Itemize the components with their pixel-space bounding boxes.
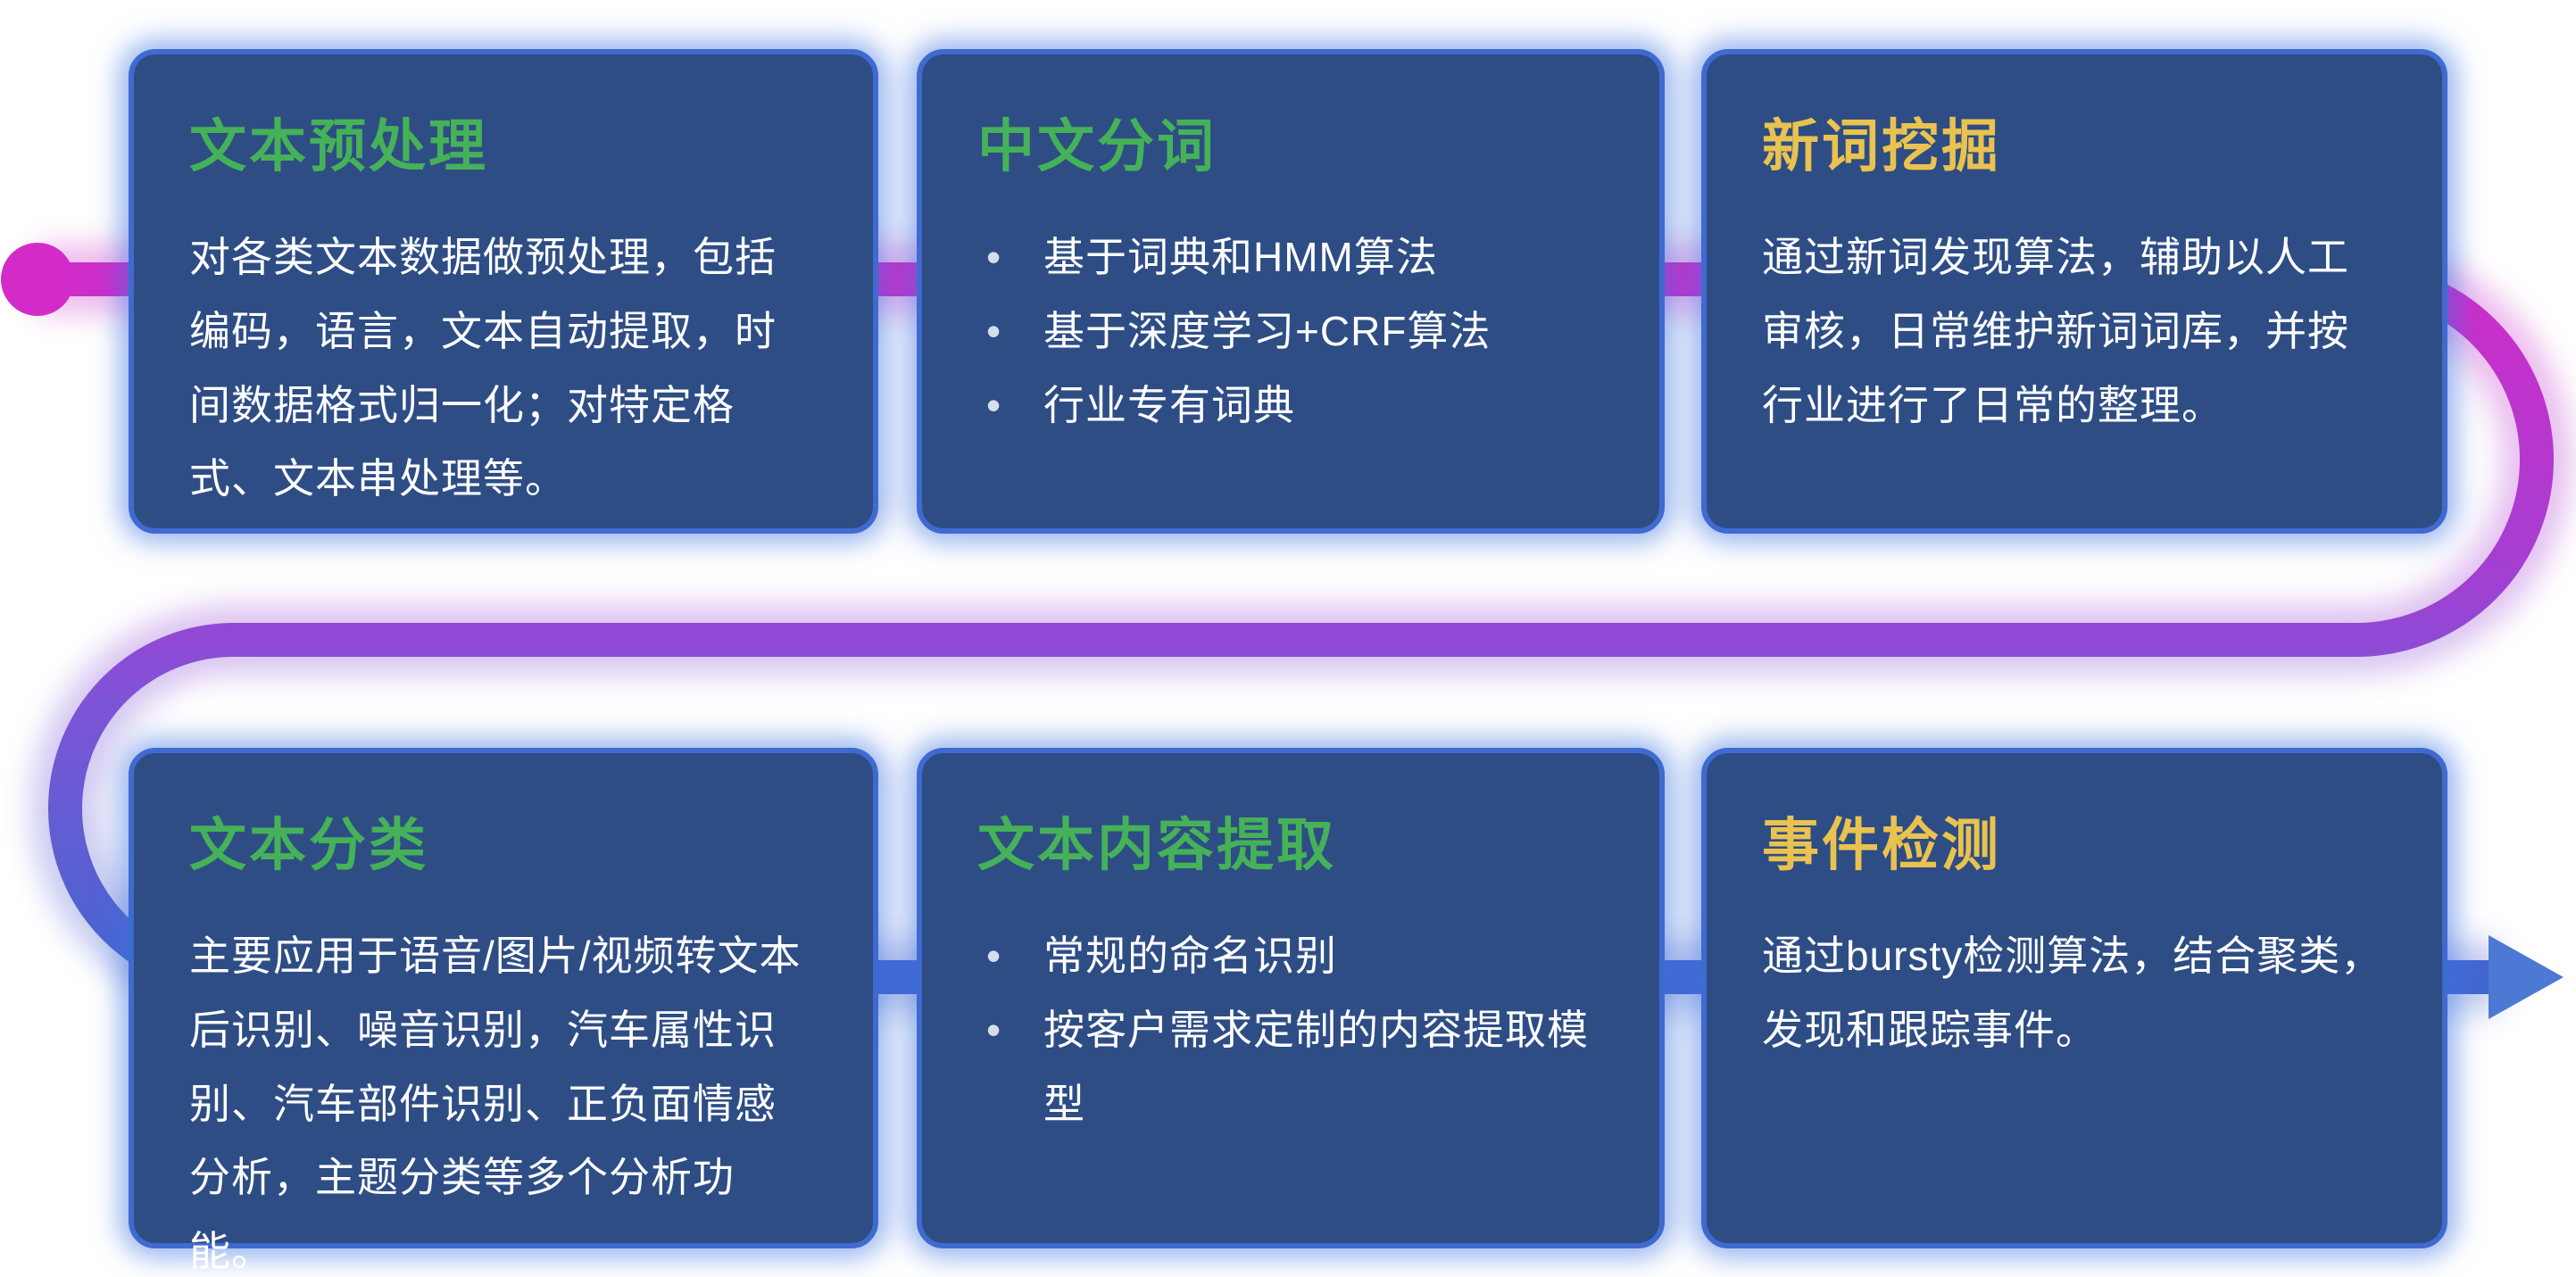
card-body-text-preprocessing: 对各类文本数据做预处理，包括编码，语言，文本自动提取，时间数据格式归一化；对特定…	[189, 234, 777, 502]
bullet-item: 按客户需求定制的内容提取模型	[977, 993, 1604, 1141]
flow-start-dot-icon	[1, 243, 74, 316]
bullet-item: 常规的命名识别	[977, 919, 1604, 993]
bullet-item: 基于词典和HMM算法	[977, 220, 1604, 294]
flow-arrow-icon	[2489, 935, 2564, 1019]
card-text-content-extraction: 文本内容提取 常规的命名识别 按客户需求定制的内容提取模型	[917, 748, 1665, 1248]
card-new-word-mining: 新词挖掘 通过新词发现算法，辅助以人工审核，日常维护新词词库，并按行业进行了日常…	[1701, 49, 2447, 534]
card-event-detection: 事件检测 通过bursty检测算法，结合聚类，发现和跟踪事件。	[1701, 748, 2447, 1248]
card-body-event-detection: 通过bursty检测算法，结合聚类，发现和跟踪事件。	[1762, 933, 2383, 1053]
bullet-item: 基于深度学习+CRF算法	[977, 294, 1604, 369]
card-title-new-word-mining: 新词挖掘	[1762, 114, 2001, 178]
card-title-text-content-extraction: 文本内容提取	[977, 813, 1336, 877]
card-body-text-classification: 主要应用于语音/图片/视频转文本后识别、噪音识别，汽车属性识别、汽车部件识别、正…	[189, 933, 802, 1275]
flow-path	[37, 262, 2555, 994]
card-title-text-preprocessing: 文本预处理	[189, 114, 488, 178]
card-body-new-word-mining: 通过新词发现算法，辅助以人工审核，日常维护新词词库，并按行业进行了日常的整理。	[1762, 234, 2349, 428]
card-title-text-classification: 文本分类	[189, 813, 428, 877]
card-chinese-word-segmentation: 中文分词 基于词典和HMM算法 基于深度学习+CRF算法 行业专有词典	[917, 49, 1665, 534]
card-title-event-detection: 事件检测	[1762, 813, 2001, 877]
bullet-item: 行业专有词典	[977, 369, 1604, 443]
card-text-classification: 文本分类 主要应用于语音/图片/视频转文本后识别、噪音识别，汽车属性识别、汽车部…	[129, 748, 878, 1274]
card-text-preprocessing: 文本预处理 对各类文本数据做预处理，包括编码，语言，文本自动提取，时间数据格式归…	[129, 49, 878, 534]
card-title-chinese-word-segmentation: 中文分词	[977, 114, 1217, 178]
card-bullet-list: 常规的命名识别 按客户需求定制的内容提取模型	[977, 919, 1604, 1140]
card-bullet-list: 基于词典和HMM算法 基于深度学习+CRF算法 行业专有词典	[977, 220, 1604, 442]
